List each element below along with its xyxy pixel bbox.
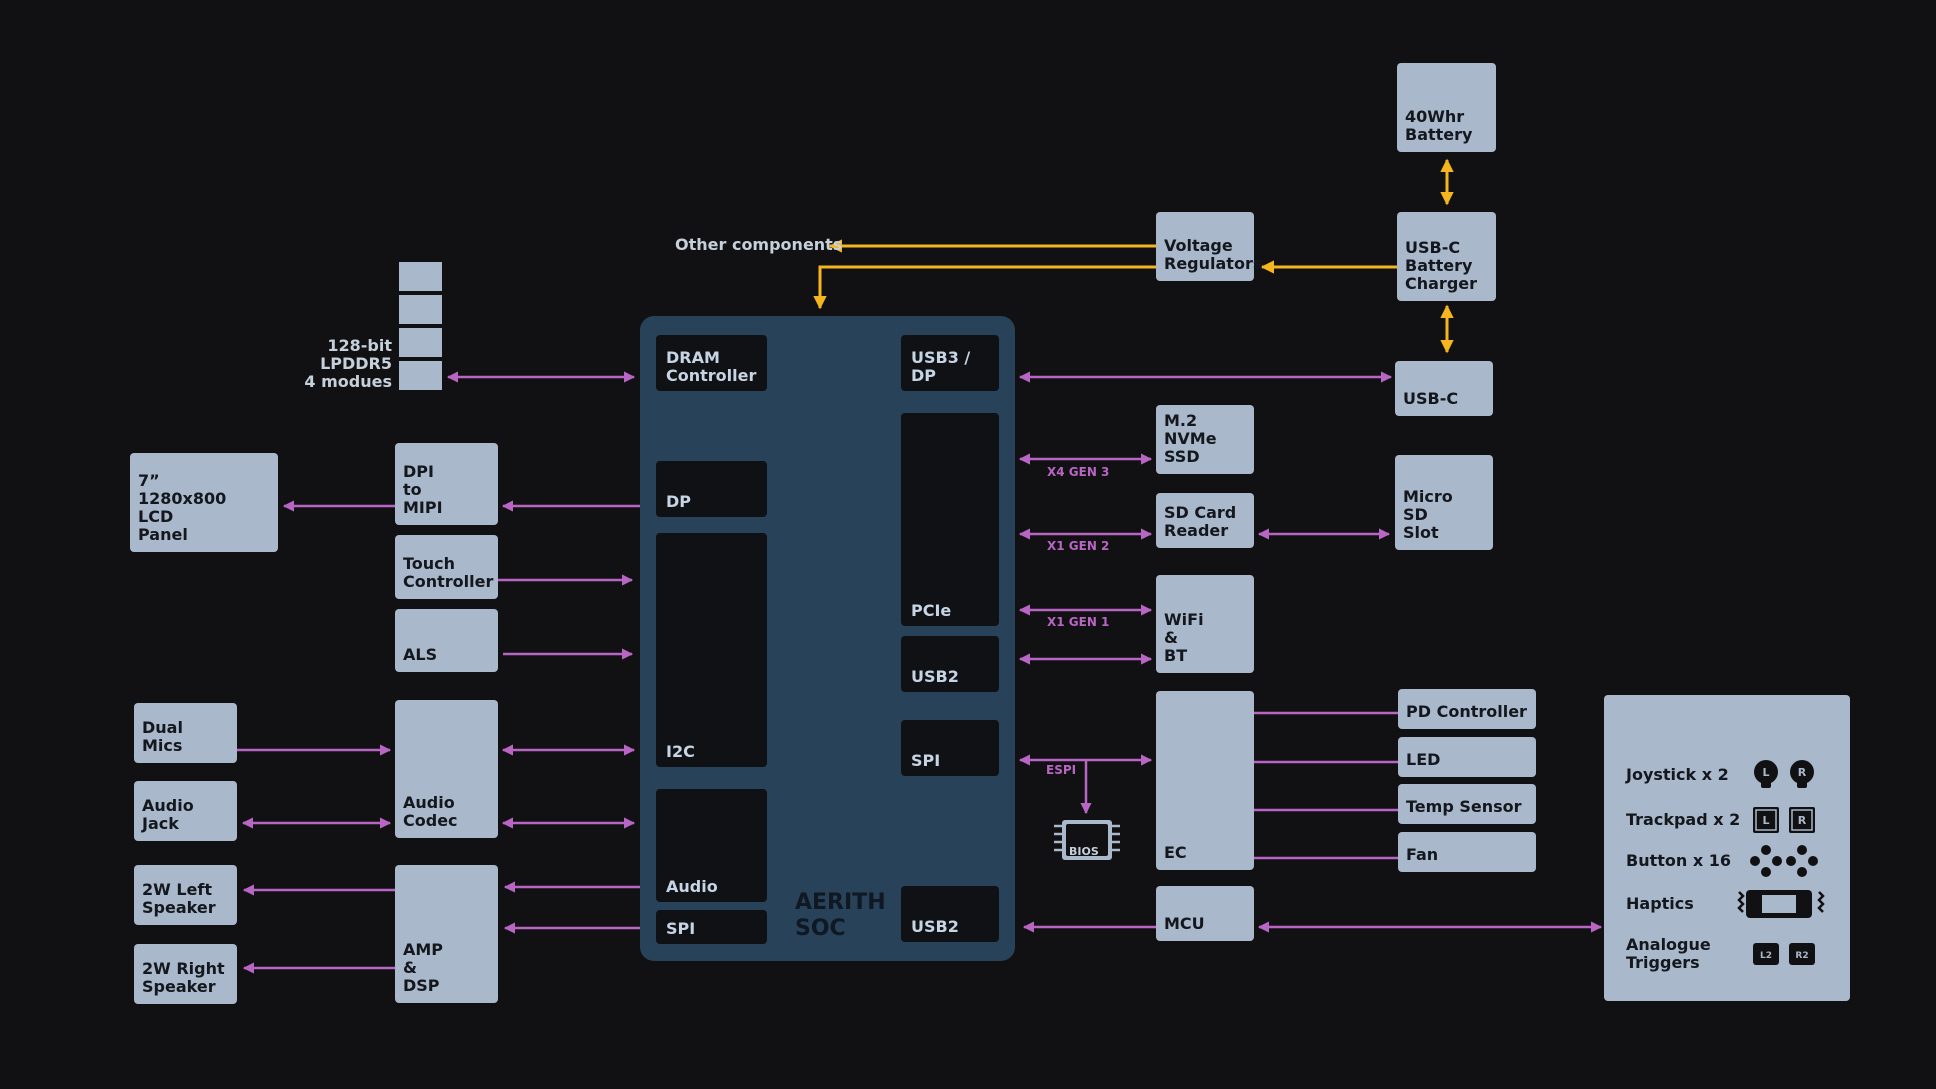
spi-port-right: SPI <box>901 720 999 776</box>
control-label: Analogue Triggers <box>1626 935 1711 972</box>
control-row-trackpad: Trackpad x 2 L R <box>1626 800 1846 840</box>
lcd-panel-box: 7” 1280x800 LCD Panel <box>130 453 278 552</box>
svg-text:R2: R2 <box>1795 951 1808 961</box>
control-label: Joystick x 2 <box>1626 765 1729 784</box>
other-components-label: Other components <box>675 235 843 254</box>
control-label: Trackpad x 2 <box>1626 810 1741 829</box>
memory-label: 128-bit LPDDR5 4 modues <box>304 336 392 391</box>
nvme-ssd-box: M.2 NVMe SSD <box>1156 405 1254 474</box>
usb-c-port-box: USB-C <box>1395 361 1493 416</box>
bios-chip-icon <box>1054 820 1120 860</box>
audio-codec-box: Audio Codec <box>395 700 498 838</box>
touch-controller-box: Touch Controller <box>395 535 498 599</box>
svg-text:L: L <box>1762 814 1769 827</box>
data-links <box>236 371 1603 974</box>
power-links <box>813 158 1454 354</box>
control-row-triggers: Analogue Triggers L2 R2 <box>1626 934 1846 974</box>
dual-mics-box: Dual Mics <box>134 703 237 763</box>
control-label: Button x 16 <box>1626 851 1731 870</box>
svg-text:R: R <box>1798 814 1807 827</box>
amp-dsp-box: AMP & DSP <box>395 865 498 1003</box>
memory-modules-icon <box>399 262 442 390</box>
joystick-icon: L R <box>1754 760 1814 788</box>
pcie-port: PCIe <box>901 413 999 626</box>
control-row-haptics: Haptics <box>1626 884 1846 924</box>
dram-controller-port: DRAM Controller <box>656 335 767 391</box>
i2c-port: I2C <box>656 533 767 767</box>
control-label: Haptics <box>1626 894 1694 913</box>
haptics-icon <box>1737 890 1825 918</box>
svg-text:L: L <box>1762 766 1769 779</box>
wifi-bt-box: WiFi & BT <box>1156 575 1254 673</box>
bus-label-x1-gen1: X1 GEN 1 <box>1047 615 1110 629</box>
dpi-to-mipi-box: DPI to MIPI <box>395 443 498 525</box>
led-box: LED <box>1398 737 1536 777</box>
left-speaker-box: 2W Left Speaker <box>134 865 237 925</box>
bus-label-x1-gen2: X1 GEN 2 <box>1047 539 1110 553</box>
usb2-port-bottom: USB2 <box>901 886 999 942</box>
micro-sd-slot-box: Micro SD Slot <box>1395 455 1493 550</box>
bios-label: BIOS <box>1069 845 1099 858</box>
usb-c-battery-charger-box: USB-C Battery Charger <box>1397 212 1496 301</box>
ec-box: EC <box>1156 691 1254 870</box>
mcu-box: MCU <box>1156 886 1254 941</box>
audio-jack-box: Audio Jack <box>134 781 237 841</box>
right-speaker-box: 2W Right Speaker <box>134 944 237 1004</box>
fan-box: Fan <box>1398 832 1536 872</box>
button-cluster-icon <box>1750 845 1818 877</box>
spi-port-left: SPI <box>656 910 767 944</box>
als-box: ALS <box>395 609 498 672</box>
audio-port: Audio <box>656 789 767 902</box>
bus-label-x4-gen3: X4 GEN 3 <box>1047 465 1110 479</box>
battery-box: 40Whr Battery <box>1397 63 1496 152</box>
control-row-buttons: Button x 16 <box>1626 841 1846 881</box>
control-row-joystick: Joystick x 2 L R <box>1626 755 1846 795</box>
usb3-dp-port: USB3 / DP <box>901 335 999 391</box>
svg-text:R: R <box>1798 766 1807 779</box>
regulator-soc-link <box>813 265 1156 310</box>
pd-controller-box: PD Controller <box>1398 689 1536 729</box>
sd-card-reader-box: SD Card Reader <box>1156 493 1254 548</box>
temp-sensor-box: Temp Sensor <box>1398 784 1536 824</box>
trigger-icon: L2 R2 <box>1753 943 1815 965</box>
bus-label-espi: ESPI <box>1046 763 1077 777</box>
dp-port: DP <box>656 461 767 517</box>
usb2-port-top: USB2 <box>901 636 999 692</box>
svg-text:L2: L2 <box>1760 951 1772 961</box>
trackpad-icon: L R <box>1753 807 1815 833</box>
soc-name: AERITH SOC <box>795 890 886 941</box>
voltage-regulators-box: Voltage Regulators <box>1156 212 1262 281</box>
